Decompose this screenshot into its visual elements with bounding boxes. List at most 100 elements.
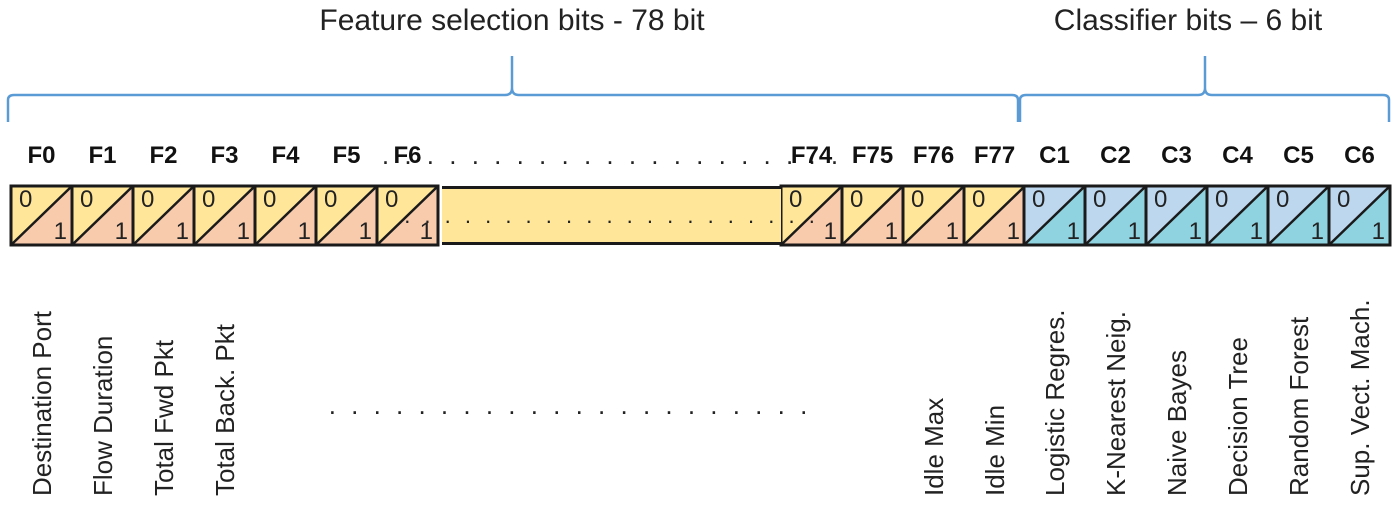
feature-bit-f77-label-text: Idle Min	[979, 404, 1010, 496]
classifier-bit-c4-label-text: Decision Tree	[1222, 337, 1253, 496]
classifier-bit-c3-zero-value: 0	[1154, 186, 1168, 213]
feature-bit-f75-diagonal	[841, 185, 904, 246]
classifier-bit-c1-label-text: Logistic Regres.	[1039, 309, 1070, 496]
feature-bit-f75-cell-shape	[840, 184, 905, 247]
feature-bit-f74-zero-value: 0	[789, 186, 803, 213]
id-row-ellipsis: . . . . . . . . . . . . . . . . . . . . …	[381, 140, 843, 170]
classifier-bit-c6-cell-shape	[1327, 184, 1392, 247]
classifier-bit-c1-id: C1	[1039, 142, 1070, 169]
feature-bit-f6-diagonal	[376, 185, 439, 246]
classifier-bit-c2-zero-value: 0	[1093, 186, 1107, 213]
feature-bit-f4-zero-value: 0	[263, 186, 277, 213]
feature-bit-f0-label-text: Destination Port	[26, 311, 57, 496]
feature-bit-f5-zero-value: 0	[324, 186, 338, 213]
feature-bit-f1-one-value: 1	[114, 218, 128, 245]
classifier-bit-c6-label-text: Sup. Vect. Mach.	[1344, 299, 1375, 496]
classifier-bit-c5-label: Random Forest	[1279, 260, 1319, 522]
classifier-bit-c6-zero-value: 0	[1337, 186, 1351, 213]
label-row-ellipsis: . . . . . . . . . . . . . . . . . . . . …	[328, 390, 812, 420]
classifier-bit-c2-label-text: K-Nearest Neig.	[1100, 311, 1131, 496]
classifier-bit-c3-diagonal	[1145, 185, 1208, 246]
feature-bit-f3-id: F3	[210, 142, 239, 169]
feature-group-title: Feature selection bits - 78 bit	[319, 4, 705, 37]
feature-bit-f76-zero-value: 0	[911, 186, 925, 213]
feature-bit-f76-label: Idle Max	[914, 260, 954, 522]
feature-bit-f0-one-value: 1	[53, 218, 67, 245]
feature-bit-f2-label: Total Fwd Pkt	[144, 260, 184, 522]
feature-bit-f3-diagonal	[193, 185, 256, 246]
feature-bit-f77-cell-shape	[962, 184, 1027, 247]
classifier-bit-c5-cell-shape	[1266, 184, 1331, 247]
classifier-bit-c6-id: C6	[1344, 142, 1375, 169]
classifier-bit-c3-label-text: Naive Bayes	[1161, 350, 1192, 496]
feature-bit-f1-label: Flow Duration	[83, 260, 123, 522]
feature-bit-f2-cell-shape	[131, 184, 196, 247]
feature-bit-f76-id: F76	[912, 142, 955, 169]
feature-bit-f74-one-value: 1	[823, 218, 837, 245]
classifier-bit-c4-diagonal	[1206, 185, 1269, 246]
classifier-bit-c2-diagonal	[1084, 185, 1147, 246]
feature-bit-f77-id: F77	[973, 142, 1016, 169]
classifier-bit-c6-label: Sup. Vect. Mach.	[1340, 260, 1380, 522]
feature-bit-f0-label: Destination Port	[22, 260, 62, 522]
classifier-bit-c3-cell-shape	[1144, 184, 1209, 247]
classifier-group-title: Classifier bits – 6 bit	[1053, 4, 1323, 37]
classifier-bit-c5-zero-value: 0	[1276, 186, 1290, 213]
classifier-bit-c2-id: C2	[1100, 142, 1131, 169]
feature-bit-f2-zero-value: 0	[141, 186, 155, 213]
classifier-bit-c1-one-value: 1	[1066, 218, 1080, 245]
classifier-bit-c6-border	[1327, 184, 1392, 247]
feature-bit-f76-label-text: Idle Max	[918, 397, 949, 496]
classifier-bit-c4-one-value: 1	[1249, 218, 1263, 245]
classifier-bit-c6-one-value: 1	[1371, 218, 1385, 245]
classifier-bit-c5-one-value: 1	[1310, 218, 1324, 245]
classifier-bit-c1-diagonal	[1023, 185, 1086, 246]
feature-bit-f5-diagonal	[315, 185, 378, 246]
feature-bit-f5-id: F5	[332, 142, 361, 169]
elided-bits-cell: . . . . . . . . . . . . . . . . . . . . …	[404, 186, 815, 245]
feature-bit-f1-zero-value: 0	[80, 186, 94, 213]
feature-bit-f2-id: F2	[149, 142, 178, 169]
feature-bit-f74-id: F74	[790, 142, 833, 169]
classifier-bit-c2-one-value: 1	[1127, 218, 1141, 245]
feature-bit-f74-cell-shape	[779, 184, 844, 247]
classifier-bit-c4-cell-shape	[1205, 184, 1270, 247]
feature-bit-f77-one-value: 1	[1006, 218, 1020, 245]
feature-bit-f76-diagonal	[902, 185, 965, 246]
feature-bit-f4-diagonal	[254, 185, 317, 246]
classifier-bit-c4-zero-value: 0	[1215, 186, 1229, 213]
feature-bit-f75-one-value: 1	[884, 218, 898, 245]
feature-bit-f75-zero-value: 0	[850, 186, 864, 213]
feature-bit-f1-id: F1	[88, 142, 117, 169]
feature-bit-f3-one-value: 1	[236, 218, 250, 245]
classifier-bit-c2-label: K-Nearest Neig.	[1096, 260, 1136, 522]
feature-bit-f76-cell-shape	[901, 184, 966, 247]
feature-bit-f2-diagonal	[132, 185, 195, 246]
classifier-bit-c4-label: Decision Tree	[1218, 260, 1258, 522]
feature-brace	[6, 56, 1020, 122]
feature-bit-f2-label-text: Total Fwd Pkt	[148, 339, 179, 496]
classifier-bit-c3-one-value: 1	[1188, 218, 1202, 245]
feature-bit-f4-id: F4	[271, 142, 300, 169]
feature-bit-f6-id: F6	[393, 142, 422, 169]
feature-bit-f76-one-value: 1	[945, 218, 959, 245]
